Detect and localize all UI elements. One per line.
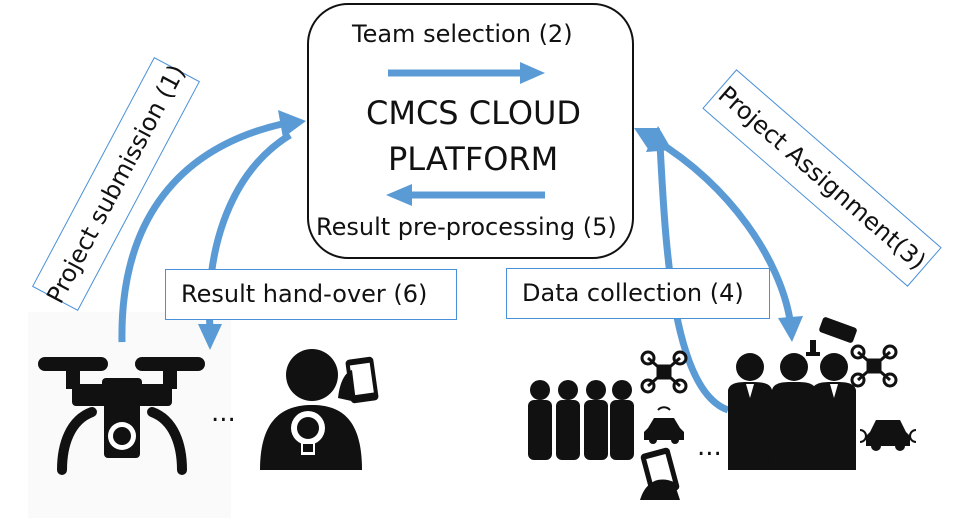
data-collection-box: Data collection (4) [506, 268, 770, 319]
team-selection-arrow [388, 62, 545, 84]
platform-title-line1: CMCS CLOUD [366, 94, 582, 132]
project-submission-arrow [118, 110, 306, 343]
team-icon [728, 353, 856, 470]
smartphone-hand-icon-bottom [640, 447, 680, 500]
drone-icon [38, 357, 205, 475]
connected-car-icon [644, 406, 684, 444]
project-assignment-arrow [634, 128, 803, 342]
result-handover-label: Result hand-over (6) [181, 280, 428, 308]
connected-car-icon-right [859, 420, 917, 451]
ellipsis-right: ... [697, 432, 722, 462]
smartphone-hand-icon [338, 356, 379, 404]
result-handover-box: Result hand-over (6) [165, 269, 457, 320]
result-preprocessing-label: Result pre-processing (5) [316, 213, 617, 241]
security-camera-icon [806, 317, 857, 356]
crowd-icon [528, 380, 634, 460]
ellipsis-left: ... [211, 398, 236, 428]
person-idea-icon [260, 349, 362, 470]
platform-title-line2: PLATFORM [388, 140, 559, 178]
small-drone-icon [640, 350, 688, 394]
small-drone-icon-right [850, 344, 898, 388]
data-collection-label: Data collection (4) [522, 279, 744, 307]
result-preprocessing-arrow [386, 184, 545, 206]
team-selection-label: Team selection (2) [352, 20, 573, 48]
